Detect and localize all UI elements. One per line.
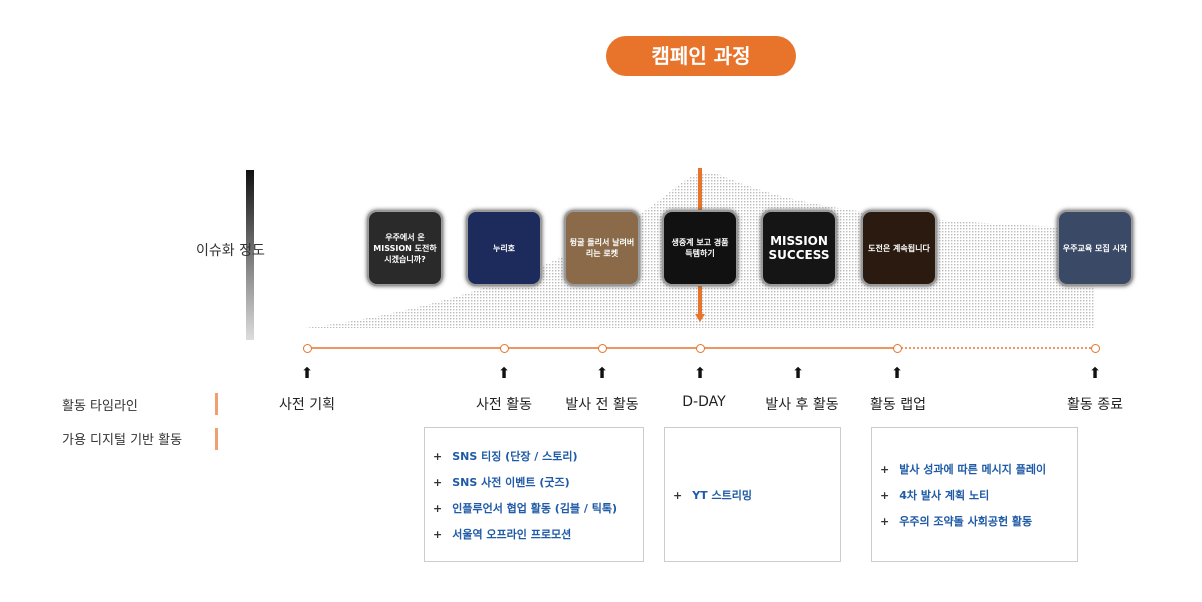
up-arrow-icon: ⬆ bbox=[791, 364, 805, 382]
thumbnail: 우주에서 온 MISSION 도전하시겠습니까? bbox=[367, 210, 443, 286]
list-item: +발사 성과에 따른 메시지 플레이 bbox=[880, 462, 1047, 476]
up-arrow-icon: ⬆ bbox=[300, 364, 314, 382]
timeline-label: 발사 전 활동 bbox=[565, 397, 639, 413]
timeline-label: 사전 활동 bbox=[476, 397, 532, 413]
list-item: +인플루언서 협업 활동 (김블 / 틱톡) bbox=[433, 501, 617, 515]
activity-timeline-label: 활동 타임라인 bbox=[62, 399, 138, 414]
timeline-label: D-DAY bbox=[682, 394, 726, 410]
digital-activity-label: 가용 디지털 기반 활동 bbox=[62, 433, 183, 448]
thumbnail: 누리호 bbox=[466, 210, 542, 286]
up-arrow-icon: ⬆ bbox=[693, 364, 707, 382]
thumbnail: 도전은 계속됩니다 bbox=[861, 210, 937, 286]
timeline-label: 사전 기획 bbox=[279, 397, 335, 413]
timeline-node bbox=[500, 344, 509, 353]
list-item: +SNS 사전 이벤트 (굿즈) bbox=[433, 475, 570, 489]
timeline-label: 활동 랩업 bbox=[870, 397, 926, 413]
timeline-label: 활동 종료 bbox=[1067, 397, 1123, 413]
list-item: +YT 스트리밍 bbox=[673, 488, 752, 502]
activity-box-pre: +SNS 티징 (단장 / 스토리) +SNS 사전 이벤트 (굿즈) +인플루… bbox=[424, 427, 644, 562]
up-arrow-icon: ⬆ bbox=[1088, 364, 1102, 382]
activity-box-post: +발사 성과에 따른 메시지 플레이 +4차 발사 계획 노티 +우주의 조약돌… bbox=[871, 427, 1078, 562]
thumbnail: MISSION SUCCESS bbox=[761, 210, 837, 286]
up-arrow-icon: ⬆ bbox=[595, 364, 609, 382]
timeline-node bbox=[1091, 344, 1100, 353]
timeline-node bbox=[696, 344, 705, 353]
up-arrow-icon: ⬆ bbox=[497, 364, 511, 382]
timeline-label: 발사 후 활동 bbox=[765, 397, 839, 413]
list-item: +우주의 조약돌 사회공헌 활동 bbox=[880, 514, 1033, 528]
campaign-title: 캠페인 과정 bbox=[606, 36, 796, 76]
timeline-node bbox=[893, 344, 902, 353]
list-item: +서울역 오프라인 프로모션 bbox=[433, 527, 572, 541]
issue-level-label: 이슈화 정도 bbox=[196, 243, 265, 259]
thumbnail: 우주교육 모집 시작 bbox=[1057, 210, 1133, 286]
activity-box-dday: +YT 스트리밍 bbox=[664, 427, 841, 562]
label-marker bbox=[215, 393, 218, 415]
thumbnail: 뒹굴 돌리서 날려버리는 로켓 bbox=[564, 210, 640, 286]
label-marker bbox=[215, 428, 218, 450]
thumbnail: 생중계 보고 경품 득템하기 bbox=[662, 210, 738, 286]
timeline-node bbox=[303, 344, 312, 353]
list-item: +4차 발사 계획 노티 bbox=[880, 488, 990, 502]
issue-level-bar bbox=[246, 170, 254, 340]
timeline-node bbox=[598, 344, 607, 353]
list-item: +SNS 티징 (단장 / 스토리) bbox=[433, 449, 578, 463]
up-arrow-icon: ⬆ bbox=[890, 364, 904, 382]
